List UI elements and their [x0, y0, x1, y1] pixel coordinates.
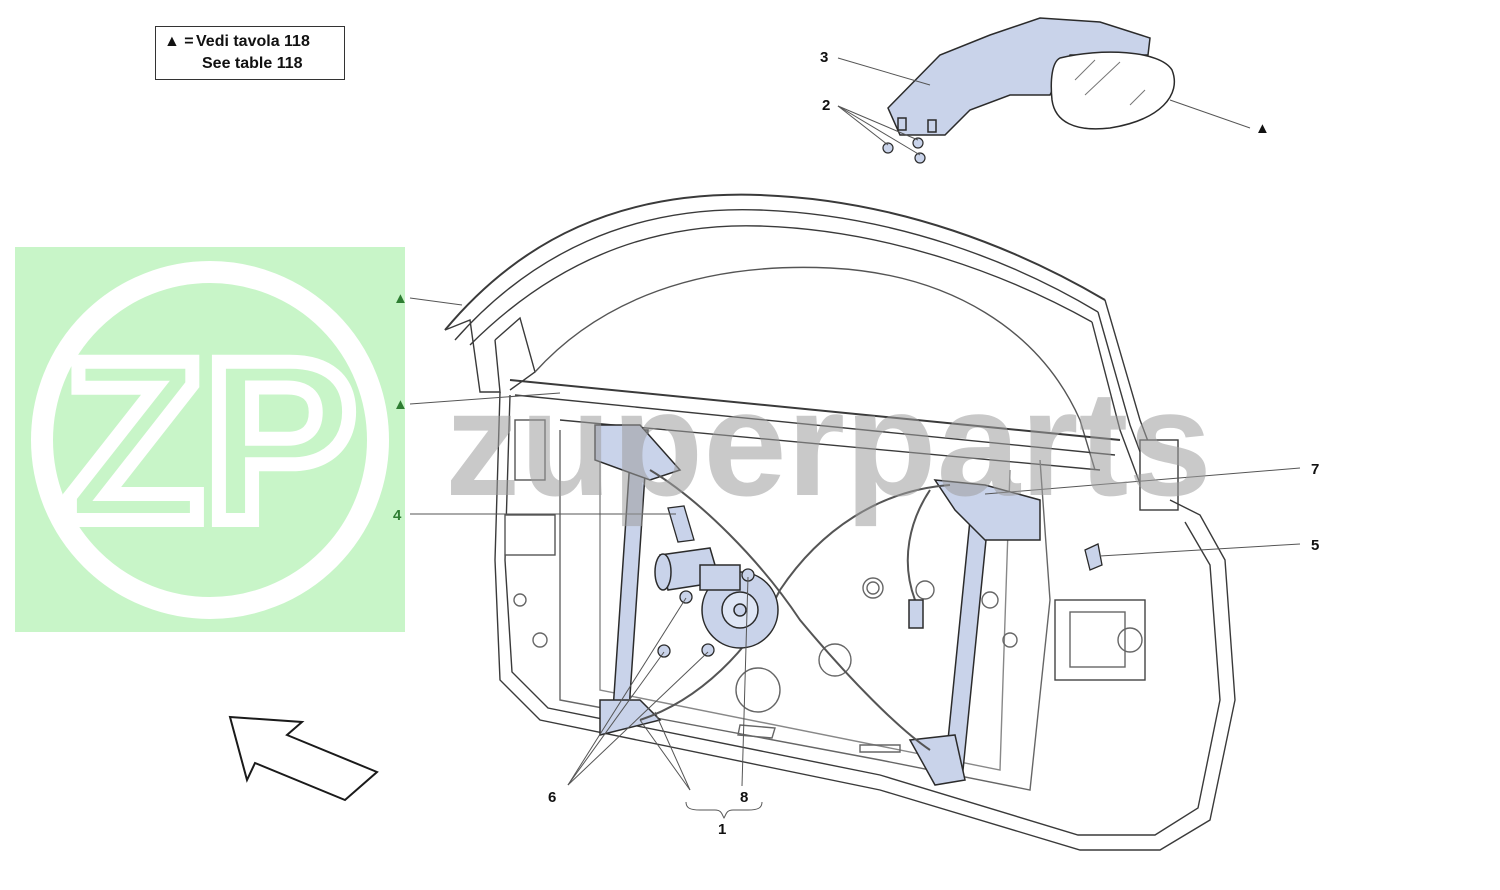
callout-8: 8: [740, 789, 748, 806]
mirror-glass: [1050, 51, 1176, 130]
triangle-marker-green-2: ▲: [393, 396, 408, 413]
legend-line-1: ▲ =Vedi tavola 118: [164, 33, 310, 51]
legend-box: ▲ =Vedi tavola 118 See table 118: [155, 26, 345, 80]
callout-2: 2: [822, 97, 830, 114]
part-5-grommet: [1084, 543, 1103, 571]
callout-4: 4: [393, 507, 402, 524]
part-4-pad: [667, 505, 695, 543]
watermark-logo-letters: ZP: [63, 312, 357, 569]
watermark-ring: [31, 261, 389, 619]
callout-7: 7: [1311, 461, 1319, 478]
legend-text-en: See table 118: [202, 55, 303, 72]
callout-3: 3: [820, 49, 828, 66]
front-direction-arrow-icon: [228, 715, 379, 802]
nuts-part-2: [882, 137, 926, 164]
legend-text-it: Vedi tavola 118: [196, 33, 310, 50]
regulator-wire: [906, 489, 931, 620]
leader-lines: [409, 57, 1301, 819]
mirror-assembly: [887, 17, 1176, 136]
window-motor: [654, 547, 779, 649]
door-frame: [444, 193, 1236, 851]
regulator-bracket-top-right: [933, 479, 1041, 541]
watermark-logo: ZP: [15, 247, 405, 632]
regulator-bracket-top-left: [594, 424, 682, 481]
watermark-square: [15, 247, 405, 632]
triangle-marker-mirror: ▲: [1255, 120, 1270, 137]
regulator-bracket-bottom-left: [599, 699, 662, 736]
watermark-brand-text: zuperparts: [445, 359, 1212, 527]
legend-line-2: See table 118: [202, 55, 303, 73]
legend-symbol: ▲ =: [164, 33, 194, 50]
regulator-bracket-bottom-right: [908, 734, 966, 786]
window-regulator: [594, 424, 1041, 786]
callout-6: 6: [548, 789, 556, 806]
regulator-cable-2: [639, 484, 951, 721]
callout-5: 5: [1311, 537, 1319, 554]
callout-1: 1: [718, 821, 726, 838]
regulator-cable-1: [649, 469, 931, 751]
triangle-marker-green-1: ▲: [393, 290, 408, 307]
regulator-connector: [908, 599, 924, 629]
nuts-part-6: [657, 568, 755, 658]
